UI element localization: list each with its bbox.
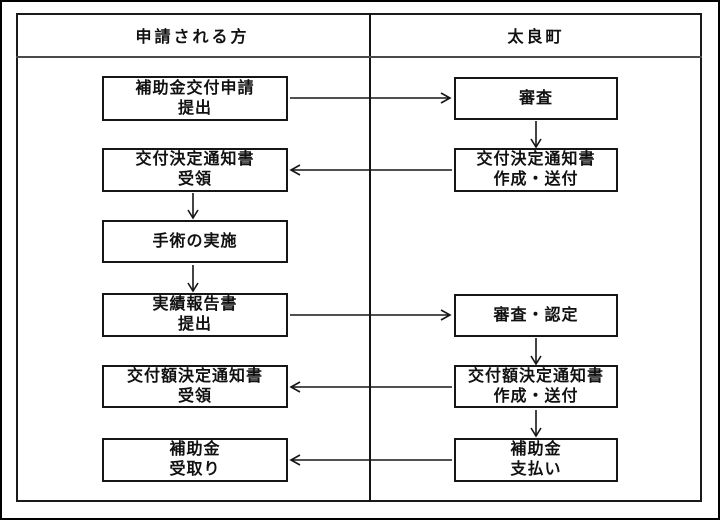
box-label-line1: 交付決定通知書 [476, 151, 596, 168]
column-header-applicant-label: 申請される方 [135, 28, 250, 46]
box-label-line1: 補助金 [169, 441, 221, 458]
box-label-line2: 作成・送付 [493, 387, 579, 405]
box-label-line1: 交付額決定通知書 [126, 367, 263, 385]
column-header-town-label: 太良町 [507, 28, 565, 46]
box-label-line2: 受取り [169, 461, 221, 478]
column-header-applicant: 申請される方 [16, 13, 369, 56]
box-label-line1: 交付額決定通知書 [467, 367, 604, 385]
box-label-line1: 審査・認定 [493, 306, 579, 324]
box-label-line2: 提出 [177, 99, 212, 117]
box-label-line2: 作成・送付 [493, 171, 579, 188]
box-create-send-grant-decision-notice: 交付決定通知書 作成・送付 [454, 148, 618, 192]
column-header-town: 太良町 [370, 13, 702, 56]
box-receive-grant-decision-notice: 交付決定通知書 受領 [102, 148, 288, 192]
box-submit-performance-report: 実績報告書 提出 [102, 293, 288, 337]
box-label-line2: 受領 [177, 171, 212, 188]
box-label-line2: 提出 [177, 316, 212, 333]
box-receive-subsidy: 補助金 受取り [102, 438, 288, 482]
column-divider-line [369, 13, 371, 502]
box-label-line1: 補助金交付申請 [135, 79, 255, 97]
box-label-line1: 手術の実施 [152, 232, 238, 250]
box-create-send-grant-amount-notice: 交付額決定通知書 作成・送付 [454, 365, 618, 408]
box-surgery-implementation: 手術の実施 [102, 220, 288, 263]
box-submit-application: 補助金交付申請 提出 [102, 76, 288, 121]
box-review-certification: 審査・認定 [454, 294, 618, 337]
box-label-line1: 補助金 [510, 441, 562, 458]
box-label-line1: 審査 [518, 89, 553, 107]
header-separator-line [16, 56, 702, 58]
box-label-line1: 交付決定通知書 [135, 151, 255, 168]
box-receive-grant-amount-notice: 交付額決定通知書 受領 [102, 365, 288, 408]
box-label-line2: 受領 [177, 387, 212, 405]
box-label-line2: 支払い [510, 461, 562, 478]
box-review: 審査 [454, 77, 618, 120]
box-pay-subsidy: 補助金 支払い [454, 438, 618, 482]
box-label-line1: 実績報告書 [152, 296, 238, 313]
